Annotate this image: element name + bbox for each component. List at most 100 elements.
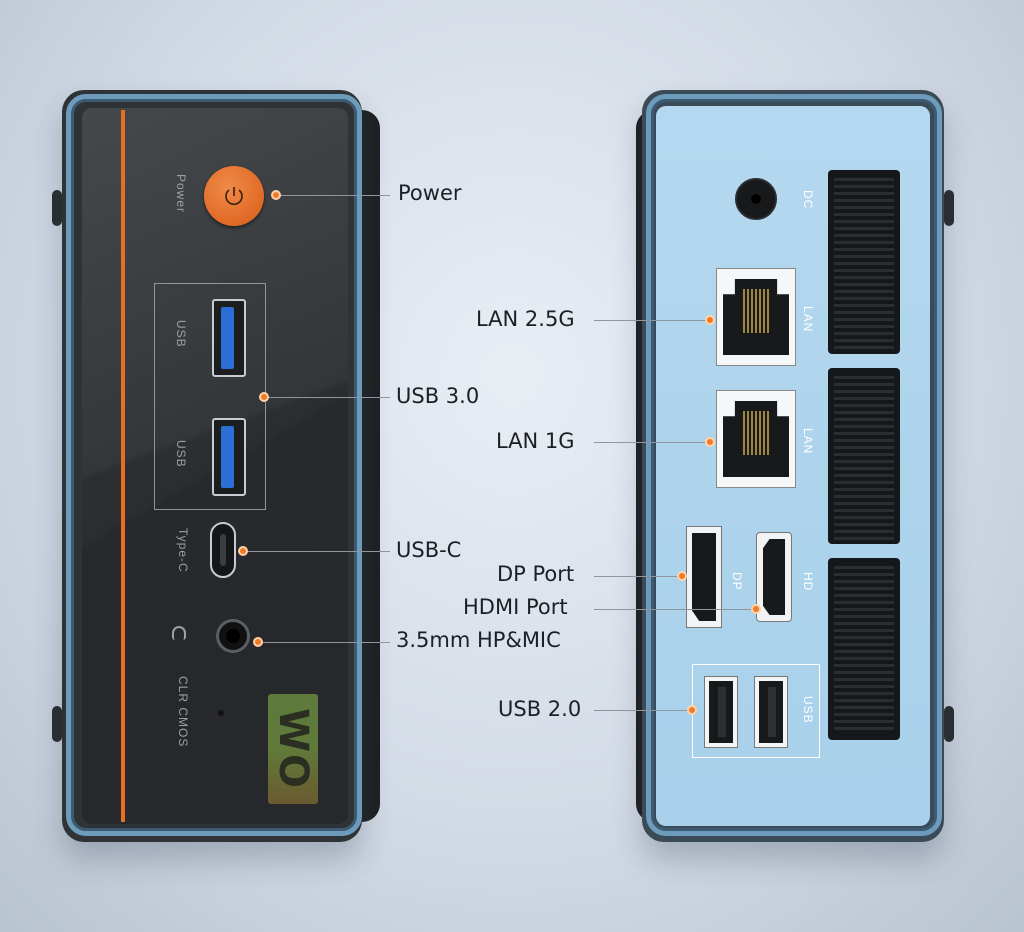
displayport [686, 526, 722, 628]
vent-slat [834, 339, 894, 342]
vent-slat [834, 692, 894, 695]
vent-slat [834, 192, 894, 195]
vent-slat [834, 509, 894, 512]
vent-slat [834, 622, 894, 625]
callout-dp: DP Port [497, 562, 575, 586]
vent-slat [834, 227, 894, 230]
vent-slat [834, 608, 894, 611]
usb-top-side-label: USB [174, 320, 188, 348]
callout-line-lan25 [594, 320, 708, 321]
callout-usb2: USB 2.0 [498, 697, 582, 721]
typec-side-label: Type-C [176, 528, 190, 573]
clr-cmos-pinhole [218, 710, 224, 716]
usb3-port-top [212, 299, 246, 377]
callout-line-lan1 [594, 442, 708, 443]
dc-power-jack [735, 178, 777, 220]
callout-dot-power [271, 190, 281, 200]
vent-slat [834, 318, 894, 321]
front-stud-bottom [52, 706, 62, 742]
power-button [204, 166, 264, 226]
usb3-port-bottom [212, 418, 246, 496]
vent-middle [828, 368, 900, 544]
vent-slat [834, 446, 894, 449]
callout-hdmi: HDMI Port [463, 595, 568, 619]
usb3-port-group [154, 283, 266, 510]
vent-slat [834, 332, 894, 335]
vent-slat [834, 248, 894, 251]
callout-power: Power [398, 181, 462, 205]
callout-dot-lan25 [705, 315, 715, 325]
vent-slat [834, 346, 894, 349]
callout-lan25: LAN 2.5G [476, 307, 575, 331]
vent-slat [834, 488, 894, 491]
headset-icon [172, 626, 186, 640]
front-stud-top [52, 190, 62, 226]
vent-slat [834, 495, 894, 498]
callout-dot-hdmi [751, 604, 761, 614]
vent-top [828, 170, 900, 354]
vent-slat [834, 376, 894, 379]
vent-slat [834, 727, 894, 730]
vent-slat [834, 206, 894, 209]
vent-slat [834, 523, 894, 526]
vent-slat [834, 566, 894, 569]
vent-slat [834, 530, 894, 533]
vent-slat [834, 516, 894, 519]
vent-slat [834, 636, 894, 639]
callout-dot-usbc [238, 546, 248, 556]
vent-slat [834, 213, 894, 216]
back-frame [646, 94, 942, 836]
vent-slat [834, 713, 894, 716]
vent-slat [834, 185, 894, 188]
vent-slat [834, 720, 894, 723]
usb2-port-left [704, 676, 738, 748]
vent-slat [834, 178, 894, 181]
vent-slat [834, 580, 894, 583]
callout-usbc: USB-C [396, 538, 462, 562]
callout-line-power [276, 195, 390, 196]
lan-1g-port [716, 390, 796, 488]
callout-dot-dp [677, 571, 687, 581]
vent-slat [834, 404, 894, 407]
vent-slat [834, 706, 894, 709]
vent-slat [834, 283, 894, 286]
vent-slat [834, 643, 894, 646]
vent-slat [834, 276, 894, 279]
dp-side-label: DP [730, 572, 744, 591]
vent-slat [834, 460, 894, 463]
power-side-label: Power [174, 174, 188, 214]
vent-slat [834, 290, 894, 293]
vent-slat [834, 615, 894, 618]
vent-slat [834, 664, 894, 667]
vent-slat [834, 241, 894, 244]
usb-back-side-label: USB [801, 696, 815, 724]
callout-dot-lan1 [705, 437, 715, 447]
vent-slat [834, 397, 894, 400]
vent-slat [834, 269, 894, 272]
vent-slat [834, 262, 894, 265]
vent-slat [834, 234, 894, 237]
orange-accent-stripe [121, 110, 125, 822]
vent-slat [834, 474, 894, 477]
vent-slat [834, 594, 894, 597]
callout-usb3: USB 3.0 [396, 384, 480, 408]
callout-line-usb3 [264, 397, 390, 398]
vent-slat [834, 304, 894, 307]
callout-lan1: LAN 1G [496, 429, 575, 453]
vent-slat [834, 601, 894, 604]
callout-dot-usb3 [259, 392, 269, 402]
usb-bottom-side-label: USB [174, 440, 188, 468]
vent-slat [834, 629, 894, 632]
vent-slat [834, 587, 894, 590]
lan-bottom-side-label: LAN [801, 428, 815, 455]
brand-logo: WO [268, 694, 318, 804]
vent-slat [834, 671, 894, 674]
lan-top-side-label: LAN [801, 306, 815, 333]
audio-jack [216, 619, 250, 653]
vent-slat [834, 255, 894, 258]
vent-slat [834, 383, 894, 386]
vent-slat [834, 657, 894, 660]
back-stud-bottom [944, 706, 954, 742]
vent-slat [834, 325, 894, 328]
